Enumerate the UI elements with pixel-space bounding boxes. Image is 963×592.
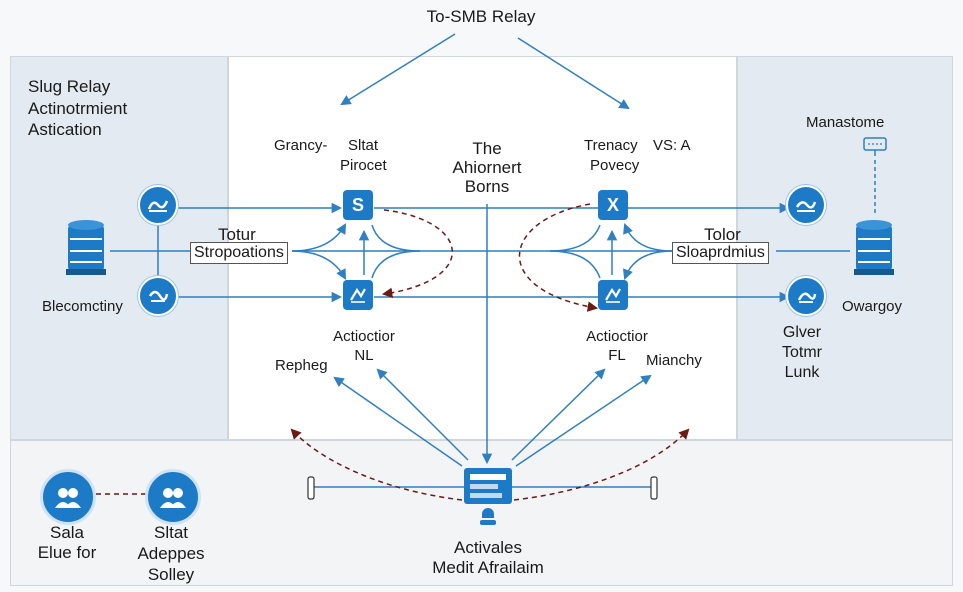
curve-left-mid-bot xyxy=(371,250,421,279)
title-arrow-right xyxy=(517,37,630,110)
mianchy-label: Mianchy xyxy=(646,352,702,369)
curve-right-bottom xyxy=(623,250,673,280)
dashed-curve-right xyxy=(518,203,599,312)
hub-line-1 xyxy=(376,368,469,461)
repheg-label: Repheg xyxy=(275,357,328,374)
center-top-right-node: X xyxy=(598,190,628,220)
left-bottom-node-icon xyxy=(138,276,178,316)
center-left-header-1: Grancy- xyxy=(274,137,328,154)
hub-label-line-2: Medit Afrailaim xyxy=(432,558,544,577)
right-person-line-1: Sltat xyxy=(153,523,189,542)
left-person-line-2: Elue for xyxy=(37,543,97,562)
left-action-line-1: Actioctior xyxy=(333,328,395,345)
center-left-header-3: Pirocet xyxy=(340,157,387,174)
hub-line-3 xyxy=(511,368,606,461)
center-top-left-node: S xyxy=(343,190,373,220)
hub-server-icon xyxy=(464,468,512,525)
left-top-node-icon xyxy=(138,185,178,225)
monitor-icon xyxy=(863,137,887,156)
node-network-icon xyxy=(350,287,366,303)
dashed-curve-left xyxy=(381,209,453,298)
center-bottom-right-node xyxy=(598,280,628,310)
left-box-top-text: Totur xyxy=(218,225,256,244)
left-person-icon xyxy=(40,469,96,525)
left-title-line-3: Astication xyxy=(28,120,102,139)
center-bottom-left-node xyxy=(343,280,373,310)
center-left-header-2: Sltat xyxy=(348,137,379,154)
node-network-icon xyxy=(605,287,621,303)
hub-label-line-1: Activales xyxy=(453,538,523,557)
right-action-line-1: Actioctior xyxy=(586,328,648,345)
center-mid-header-1: The xyxy=(472,139,502,158)
hub-line-2 xyxy=(333,376,463,467)
right-box-label: Sloaprdmius xyxy=(672,242,769,264)
right-database-icon xyxy=(854,220,894,275)
diagram-title: To-SMB Relay xyxy=(426,7,536,26)
center-mid-header-3: Borns xyxy=(464,177,510,196)
right-top-label: Manastome xyxy=(806,114,885,131)
left-db-label: Blecomctiny xyxy=(42,298,123,315)
center-right-header-3: Povecy xyxy=(590,157,640,174)
curve-right-mid-top xyxy=(549,224,601,252)
bar-cap-right xyxy=(650,476,658,500)
right-person-line-2: Adeppes xyxy=(137,544,205,563)
right-action-line-2: FL xyxy=(608,347,626,364)
left-person-line-1: Sala xyxy=(49,523,85,542)
center-right-header-2: VS: A xyxy=(653,137,691,154)
left-box-label: Stropoations xyxy=(190,242,288,264)
curve-left-top xyxy=(291,223,347,252)
curve-left-bottom xyxy=(291,250,347,280)
dashed-hub-left xyxy=(290,428,463,501)
left-title-line-1: Slug Relay xyxy=(28,77,111,96)
right-person-icon xyxy=(145,469,201,525)
hub-line-4 xyxy=(515,374,652,467)
title-arrow-left xyxy=(340,33,456,106)
dashed-hub-right xyxy=(513,428,690,501)
left-title-line-2: Actinotrmient xyxy=(28,99,128,118)
center-right-header-1: Trenacy xyxy=(584,137,638,154)
curve-left-mid-top xyxy=(371,224,421,252)
right-person-line-3: Solley xyxy=(147,565,195,584)
left-action-line-2: NL xyxy=(354,347,374,364)
center-mid-header-2: Ahiornert xyxy=(452,158,522,177)
right-db-label: Owargoy xyxy=(842,298,903,315)
right-bottom-node-icon xyxy=(786,276,826,316)
bar-cap-left xyxy=(307,476,315,500)
right-box-top-text: Tolor xyxy=(704,225,741,244)
right-bottom-line-2: Totmr xyxy=(782,344,822,361)
right-bottom-line-3: Lunk xyxy=(784,364,820,381)
right-panel xyxy=(737,56,953,440)
left-database-icon xyxy=(66,220,106,275)
right-bottom-line-1: Glver xyxy=(782,324,822,341)
right-top-node-icon xyxy=(786,185,826,225)
curve-right-top xyxy=(623,223,673,252)
curve-right-mid-bot xyxy=(549,250,601,279)
